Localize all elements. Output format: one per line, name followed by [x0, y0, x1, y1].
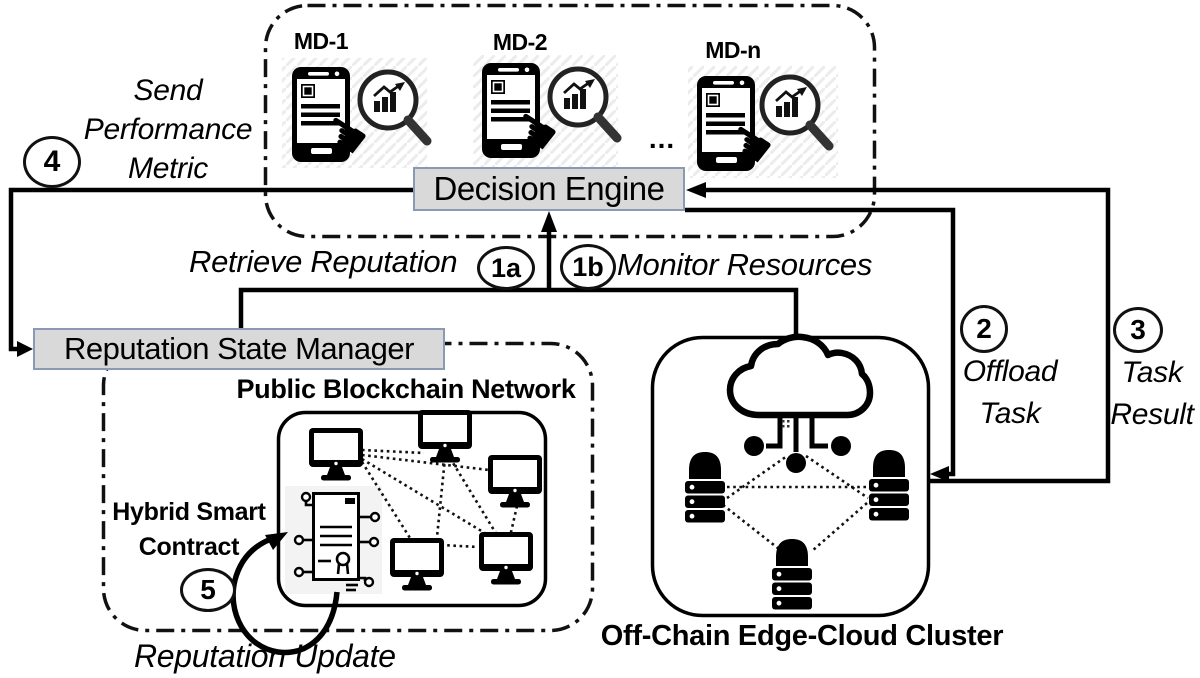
arrow-reputation-update-loop — [230, 532, 340, 656]
decision-engine-box: Decision Engine — [413, 167, 685, 211]
arrow-heads — [17, 182, 949, 482]
cloud-connectors — [766, 412, 828, 452]
arrow-send-performance-metric — [8, 187, 413, 352]
label-line: Performance — [83, 113, 253, 146]
step-badge-1a: 1a — [477, 246, 535, 290]
label-monitor-resources: Monitor Resources — [617, 247, 873, 282]
reputation-state-manager-box: Reputation State Manager — [33, 328, 445, 370]
devices-ellipsis: ... — [648, 123, 676, 154]
step-badge-1b: 1b — [560, 244, 616, 290]
step-badge-2: 2 — [960, 305, 1008, 353]
label-task-result: Task Result — [1110, 352, 1194, 436]
arrow-retrieve-monitor-trunk — [238, 287, 799, 344]
label-reputation-update: Reputation Update — [134, 638, 396, 674]
step-badge-3: 3 — [1113, 307, 1163, 353]
device-label-md1: MD-1 — [293, 28, 349, 54]
arrow-task-result — [704, 187, 1111, 484]
server-stack-icon — [685, 452, 725, 523]
device-label-mdn: MD-n — [705, 37, 761, 63]
server-stack-icon — [772, 539, 812, 610]
title-off-chain-cluster: Off-Chain Edge-Cloud Cluster — [600, 620, 1004, 652]
title-public-blockchain-network: Public Blockchain Network — [236, 374, 576, 404]
blockchain-mesh-links — [360, 448, 519, 549]
mobile-devices-group-border — [263, 3, 877, 239]
step-badge-5: 5 — [180, 568, 236, 612]
label-line: Task — [979, 397, 1041, 430]
arrow-offload-task — [685, 207, 956, 477]
label-line: Offload — [962, 355, 1058, 388]
title-line: Contract — [138, 533, 240, 561]
label-offload-task: Offload Task — [963, 351, 1058, 435]
label-retrieve-reputation: Retrieve Reputation — [189, 244, 458, 279]
device-label-md2: MD-2 — [492, 29, 548, 55]
cluster-mesh-links — [722, 454, 869, 552]
title-line: Hybrid Smart — [112, 498, 266, 526]
smart-contract-icon — [293, 491, 381, 592]
label-line: Task — [1121, 356, 1183, 389]
cloud-connector-dots — [744, 420, 851, 473]
step-badge-4: 4 — [23, 136, 81, 188]
server-stack-icon — [869, 450, 909, 521]
label-send-performance-metric: Send Performance Metric — [83, 71, 253, 188]
reputation-manager-group-border — [101, 341, 595, 633]
label-line: Metric — [128, 152, 208, 185]
title-hybrid-smart-contract: Hybrid Smart Contract — [112, 495, 266, 565]
flow-arrows — [8, 187, 1111, 484]
label-line: Send — [133, 74, 203, 107]
label-line: Result — [1110, 398, 1194, 431]
